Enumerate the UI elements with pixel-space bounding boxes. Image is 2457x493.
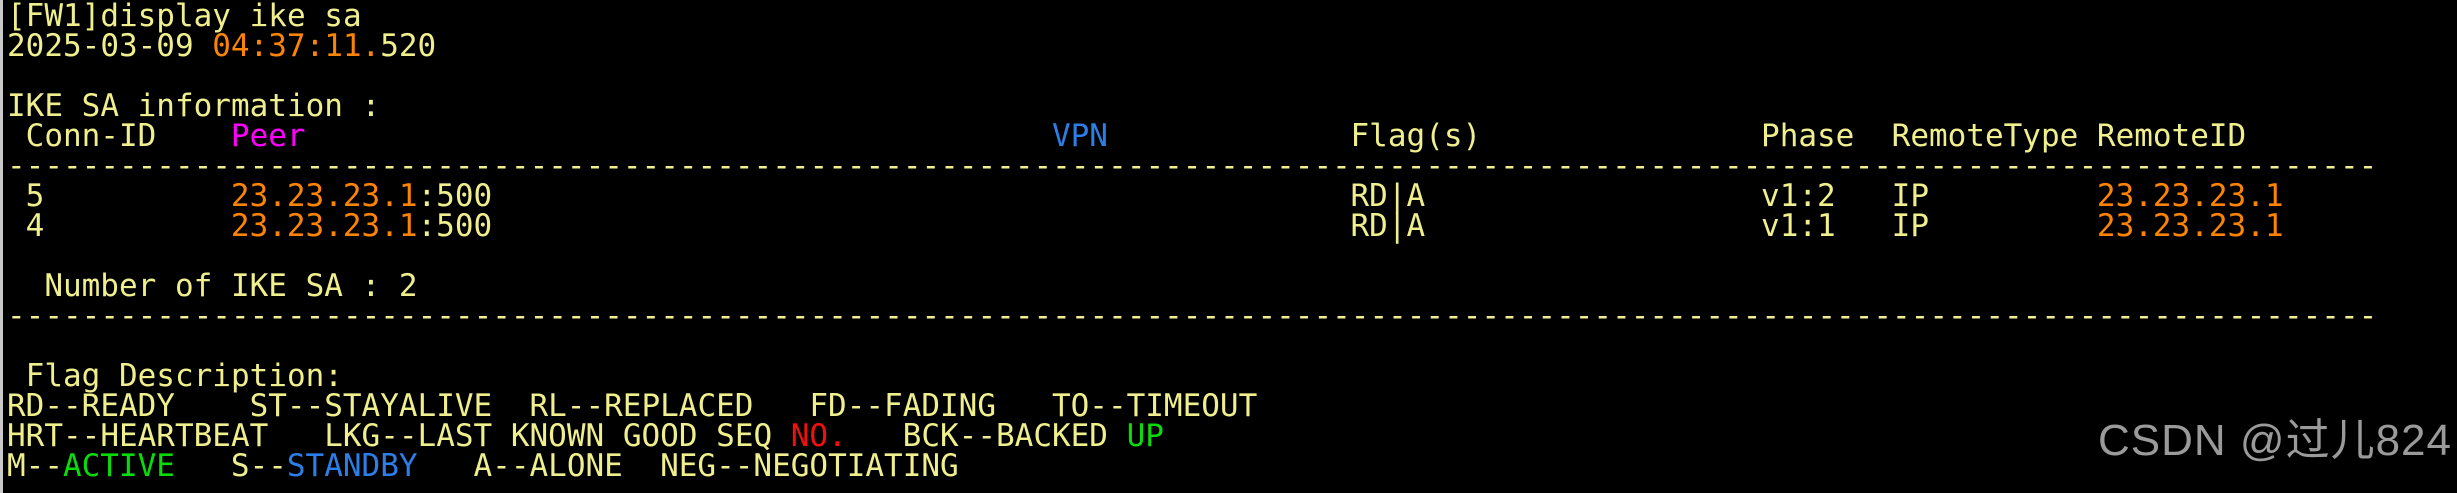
sa-row-1-segment: :500 (417, 208, 493, 244)
sa-row-0-segment: IP (1891, 178, 1929, 214)
sa-row-0-segment: 23.23.23.1 (230, 178, 418, 214)
csdn-watermark: CSDN @过儿824 (2098, 416, 2452, 465)
table-header-segment: Phase (1761, 118, 1855, 154)
flag-line-1-segment: RL--REPLACED (529, 388, 754, 424)
table-header-segment: RemoteID (2096, 118, 2247, 154)
flag-line-1-segment: RD--READY (7, 388, 175, 424)
timestamp-line-segment: 2025-03-09 (7, 28, 194, 64)
table-header-segment: RemoteType (1891, 118, 2079, 154)
flag-line-3-segment: S-- (230, 448, 287, 484)
sa-row-0-segment: :500 (417, 178, 493, 214)
timestamp-line-segment: 04:37:11. (212, 28, 381, 64)
command-line-segment: [FW1]display ike sa (7, 0, 362, 34)
sa-row-1-segment: 23.23.23.1 (230, 208, 418, 244)
flag-line-2-segment: UP (1126, 418, 1164, 454)
divider-top-segment: ----------------------------------------… (7, 148, 2378, 184)
table-header-segment: Flag(s) (1350, 118, 1482, 154)
timestamp-line-segment: 520 (380, 28, 437, 64)
flag-line-1-segment: TO--TIMEOUT (1051, 388, 1258, 424)
flag-line-1-segment: FD--FADING (809, 388, 997, 424)
sa-row-0-segment: 5 (25, 178, 45, 214)
table-header-segment: Peer (230, 118, 306, 154)
sa-row-0-segment: RD|A (1350, 178, 1426, 214)
sa-row-1-segment: 4 (25, 208, 45, 244)
flag-description-title-segment: Flag Description: (25, 358, 343, 394)
divider-bottom-segment: ----------------------------------------… (7, 298, 2378, 334)
flag-line-3-segment: A--ALONE (473, 448, 623, 484)
table-header-segment: VPN (1051, 118, 1108, 154)
flag-line-2-segment: HRT--HEARTBEAT (7, 418, 269, 454)
sa-count-line-segment: Number of IKE SA : 2 (44, 268, 418, 304)
flag-line-2-segment: BCK--BACKED (902, 418, 1108, 454)
window-left-border (0, 0, 3, 493)
sa-row-0-segment: 23.23.23.1 (2096, 178, 2284, 214)
flag-line-2-segment: LKG--LAST KNOWN GOOD SEQ (324, 418, 773, 454)
section-title-segment: IKE SA information : (7, 88, 381, 124)
flag-line-1-segment: ST--STAYALIVE (249, 388, 493, 424)
flag-line-3-segment: M-- (7, 448, 63, 484)
sa-row-1-segment: v1:1 (1761, 208, 1836, 244)
sa-row-1-segment: RD|A (1350, 208, 1426, 244)
sa-row-1-segment: 23.23.23.1 (2096, 208, 2284, 244)
table-header-segment: Conn-ID (25, 118, 157, 154)
flag-line-3-segment: STANDBY (286, 448, 418, 484)
flag-line-3-segment: NEG--NEGOTIATING (660, 448, 959, 484)
flag-line-3-segment: ACTIVE (62, 448, 175, 484)
flag-line-2-segment: NO. (790, 418, 847, 454)
sa-row-0-segment: v1:2 (1761, 178, 1836, 214)
sa-row-1-segment: IP (1891, 208, 1929, 244)
